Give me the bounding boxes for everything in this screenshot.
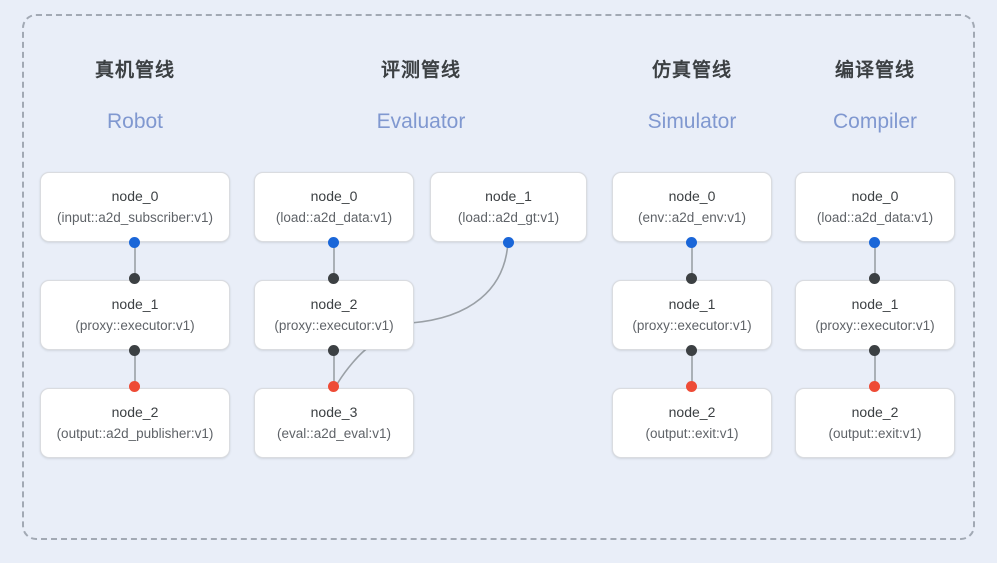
port-evaluator-2-input[interactable] (328, 273, 339, 284)
node-evaluator-0-type: (load::a2d_data:v1) (275, 210, 393, 225)
port-robot-0-output[interactable] (129, 237, 140, 248)
node-robot-0-name: node_0 (111, 188, 159, 204)
port-evaluator-1-output[interactable] (503, 237, 514, 248)
node-compiler-1[interactable]: node_1 (proxy::executor:v1) (795, 280, 955, 350)
node-robot-1-name: node_1 (111, 296, 159, 312)
node-simulator-1-type: (proxy::executor:v1) (632, 318, 752, 333)
node-evaluator-3-name: node_3 (310, 404, 358, 420)
node-robot-1[interactable]: node_1 (proxy::executor:v1) (40, 280, 230, 350)
node-evaluator-2-name: node_2 (310, 296, 358, 312)
node-simulator-2-type: (output::exit:v1) (645, 426, 739, 441)
column-header-robot: 真机管线 Robot (35, 58, 235, 136)
node-simulator-1-name: node_1 (668, 296, 716, 312)
node-compiler-1-type: (proxy::executor:v1) (815, 318, 935, 333)
column-header-compiler: 编译管线 Compiler (775, 58, 975, 136)
node-simulator-0[interactable]: node_0 (env::a2d_env:v1) (612, 172, 772, 242)
port-simulator-1-input[interactable] (686, 273, 697, 284)
node-compiler-1-name: node_1 (851, 296, 899, 312)
column-title-cn-robot: 真机管线 (94, 60, 175, 81)
port-simulator-1-output[interactable] (686, 345, 697, 356)
edge-eval-gt-to-executor (410, 241, 509, 324)
node-evaluator-0-name: node_0 (310, 188, 358, 204)
port-compiler-1-output[interactable] (869, 345, 880, 356)
node-simulator-0-type: (env::a2d_env:v1) (637, 210, 747, 225)
node-simulator-2-name: node_2 (668, 404, 716, 420)
port-robot-1-output[interactable] (129, 345, 140, 356)
column-header-simulator: 仿真管线 Simulator (592, 58, 792, 136)
column-title-cn-compiler: 编译管线 (834, 60, 915, 81)
column-title-cn-simulator: 仿真管线 (651, 60, 732, 81)
node-evaluator-1-name: node_1 (485, 188, 532, 204)
node-simulator-1[interactable]: node_1 (proxy::executor:v1) (612, 280, 772, 350)
node-robot-0[interactable]: node_0 (input::a2d_subscriber:v1) (40, 172, 230, 242)
node-evaluator-1[interactable]: node_1 (load::a2d_gt:v1) (430, 172, 587, 242)
node-robot-0-type: (input::a2d_subscriber:v1) (56, 210, 214, 225)
node-simulator-2[interactable]: node_2 (output::exit:v1) (612, 388, 772, 458)
node-evaluator-2-type: (proxy::executor:v1) (274, 318, 394, 333)
node-compiler-0-name: node_0 (851, 188, 899, 204)
port-compiler-1-input[interactable] (869, 273, 880, 284)
port-evaluator-2-output[interactable] (328, 345, 339, 356)
node-evaluator-3-type: (eval::a2d_eval:v1) (276, 426, 392, 441)
column-title-en-robot: Robot (106, 110, 164, 133)
node-robot-2-name: node_2 (111, 404, 159, 420)
node-evaluator-2[interactable]: node_2 (proxy::executor:v1) (254, 280, 414, 350)
edge-eval-executor-to-eval (335, 344, 373, 387)
port-simulator-0-output[interactable] (686, 237, 697, 248)
column-title-en-compiler: Compiler (832, 110, 918, 133)
column-title-cn-evaluator: 评测管线 (380, 60, 461, 81)
port-evaluator-3-input[interactable] (328, 381, 339, 392)
column-header-evaluator: 评测管线 Evaluator (321, 58, 521, 136)
node-robot-1-type: (proxy::executor:v1) (75, 318, 195, 333)
port-evaluator-0-output[interactable] (328, 237, 339, 248)
node-compiler-2[interactable]: node_2 (output::exit:v1) (795, 388, 955, 458)
port-simulator-2-input[interactable] (686, 381, 697, 392)
node-compiler-0[interactable]: node_0 (load::a2d_data:v1) (795, 172, 955, 242)
node-compiler-2-type: (output::exit:v1) (828, 426, 922, 441)
node-evaluator-1-type: (load::a2d_gt:v1) (457, 210, 560, 225)
node-evaluator-0[interactable]: node_0 (load::a2d_data:v1) (254, 172, 414, 242)
node-compiler-2-name: node_2 (851, 404, 899, 420)
node-simulator-0-name: node_0 (668, 188, 716, 204)
node-robot-2[interactable]: node_2 (output::a2d_publisher:v1) (40, 388, 230, 458)
port-compiler-2-input[interactable] (869, 381, 880, 392)
column-title-en-simulator: Simulator (647, 110, 737, 133)
column-title-en-evaluator: Evaluator (376, 110, 466, 133)
port-robot-2-input[interactable] (129, 381, 140, 392)
port-robot-1-input[interactable] (129, 273, 140, 284)
node-evaluator-3[interactable]: node_3 (eval::a2d_eval:v1) (254, 388, 414, 458)
node-robot-2-type: (output::a2d_publisher:v1) (56, 426, 214, 441)
node-compiler-0-type: (load::a2d_data:v1) (816, 210, 934, 225)
port-compiler-0-output[interactable] (869, 237, 880, 248)
